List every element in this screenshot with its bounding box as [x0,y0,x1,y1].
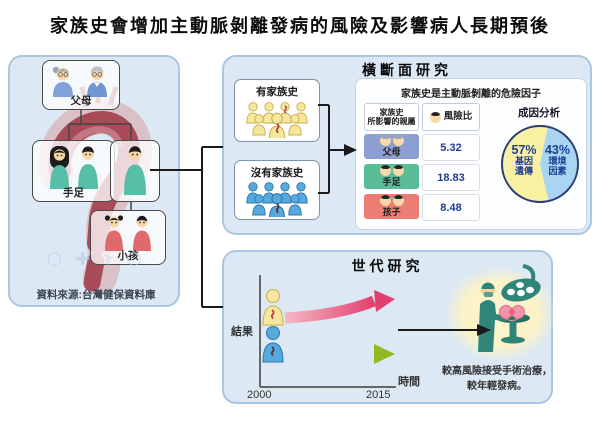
pie-label-genetic: 57% 基因 遺傳 [511,143,537,176]
parents-figures-icon [52,66,107,97]
patient-face-icon [429,111,441,123]
sibling-face-icon [379,165,391,176]
page-title: 家族史會增加主動脈剝離發病的風險及影響病人長期預後 [50,16,550,36]
surgery-illustration [478,264,541,352]
cause-analysis-title: 成因分析 [518,107,560,119]
x-tick-2000: 2000 [247,389,272,401]
without-family-history-box: 沒有家族史 [234,160,320,220]
yellow-crowd-icon [246,102,308,138]
risk-value: 5.32 [422,134,480,161]
siblings-box: 手足 [32,140,115,202]
family-panel: 父母 手足 [8,55,180,307]
with-family-history-label: 有家族史 [256,86,298,98]
table-row-parents: 父母 5.32 [364,134,480,161]
relative-column-header: 家族史 所影響的親屬 [364,103,419,131]
x-axis-label: 時間 [398,376,420,388]
pie-label-environment: 43% 環境 因素 [544,143,571,176]
cross-sectional-title: 橫斷面研究 [362,62,452,78]
medical-watermark-icons: ⬡ ✚ ⚕ ⬡ [46,249,146,269]
risk-value: 18.83 [422,164,480,191]
glow [444,266,555,362]
without-family-history-label: 沒有家族史 [250,167,304,179]
cohort-caption: 較高風險接受手術治療， 較年輕發病。 [442,366,552,392]
parent-face-icon [392,135,404,146]
proband-figure-icon [124,146,146,195]
cross-sectional-panel: 橫斷面研究 有家族史 沒有家族史 [222,55,592,235]
risk-column-header: 風險比 [422,103,480,131]
heart-icon [499,305,525,321]
proband-box [110,140,160,202]
blue-crowd-icon [246,182,308,217]
child-face-icon [392,195,404,206]
siblings-figures-icon [49,146,98,189]
cohort-title: 世代研究 [351,258,424,274]
table-row-children: 孩子 8.48 [364,194,480,221]
pink-rising-arrow [284,295,377,324]
child-face-icon [379,195,391,206]
x-tick-2015: 2015 [366,389,391,401]
children-figures-icon [104,215,151,251]
table-row-siblings: 手足 18.83 [364,164,480,191]
y-axis-label: 結果 [231,326,253,338]
sibling-face-icon [392,165,404,176]
cause-pie: 57% 基因 遺傳 43% 環境 因素 [501,125,579,203]
siblings-label: 手足 [63,187,84,199]
children-label: 小孩 [117,250,139,262]
parent-face-icon [379,135,391,146]
risk-table-title: 家族史是主動脈剝離的危險因子 [401,89,541,100]
cohort-panel: 世代研究 [222,250,555,404]
risk-factor-card: 家族史是主動脈剝離的危險因子 家族史 所影響的親屬 風險比 父母 [355,78,587,230]
risk-table: 家族史 所影響的親屬 風險比 父母 5.32 [364,103,480,221]
data-source-text: 資料來源:台灣健保資料庫 [36,289,156,301]
with-history-person-icon [262,289,284,326]
parents-label: 父母 [70,95,92,107]
risk-value: 8.48 [422,194,480,221]
parents-box: 父母 [42,60,120,110]
without-history-person-icon [262,326,284,363]
with-family-history-box: 有家族史 [234,79,320,142]
